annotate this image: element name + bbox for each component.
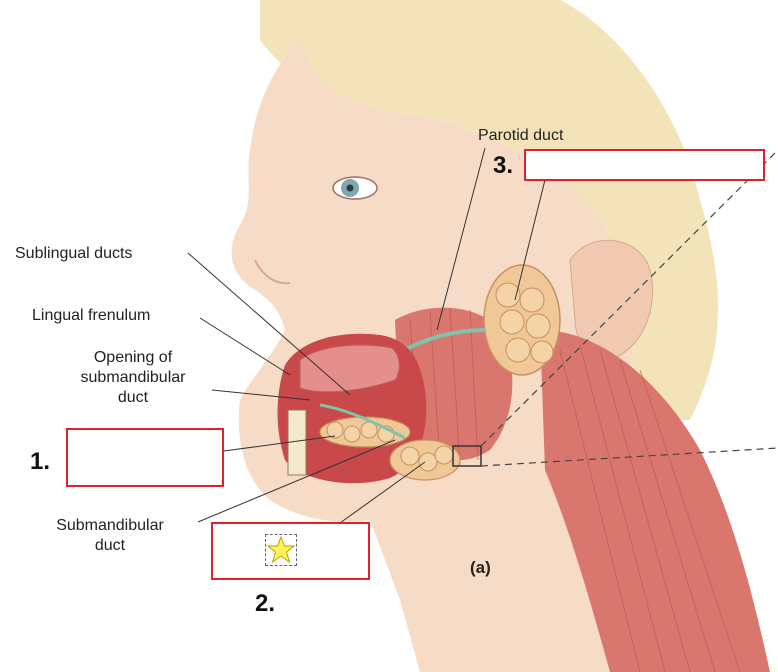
tongue [299, 344, 400, 393]
leader-slot1 [223, 435, 336, 452]
label-submandibular-duct: Submandibular duct [30, 516, 190, 556]
star-marker[interactable] [265, 534, 297, 566]
leader-sublingual [187, 252, 351, 396]
star-icon [266, 535, 296, 564]
figure-label: (a) [470, 558, 491, 577]
parotid-gland [483, 264, 561, 376]
leader-submandibular [197, 439, 396, 523]
answer-slot-1[interactable] [66, 428, 224, 487]
nose-shadow [254, 259, 291, 285]
mandible-section [287, 409, 307, 476]
answer-slot-3[interactable] [524, 149, 765, 181]
label-opening-line2: submandibular [80, 369, 186, 386]
label-opening-submandibular: Opening of submandibular duct [58, 348, 208, 408]
label-submandibular-line2: duct [94, 537, 126, 554]
slot-1-number: 1. [30, 448, 51, 475]
detail-box [452, 445, 482, 467]
label-lingual-frenulum: Lingual frenulum [32, 307, 151, 324]
label-opening-line3: duct [117, 389, 149, 406]
leader-slot3 [514, 179, 546, 301]
pupil [346, 184, 354, 192]
slot-3-number: 3. [493, 152, 514, 179]
label-parotid-duct: Parotid duct [478, 127, 564, 144]
submandibular-duct [319, 403, 406, 440]
neck-muscle [540, 330, 770, 672]
leader-parotid [436, 147, 486, 331]
hair [260, 0, 719, 420]
label-sublingual-ducts: Sublingual ducts [15, 245, 133, 262]
label-opening-line1: Opening of [93, 349, 173, 366]
answer-slot-2[interactable] [211, 522, 370, 580]
leader-frenulum [199, 317, 291, 376]
submandibular-gland [389, 439, 461, 481]
label-submandibular-line1: Submandibular [56, 517, 164, 534]
leader-slot2 [339, 461, 426, 524]
slot-2-number: 2. [255, 590, 276, 617]
leader-opening [211, 389, 311, 401]
